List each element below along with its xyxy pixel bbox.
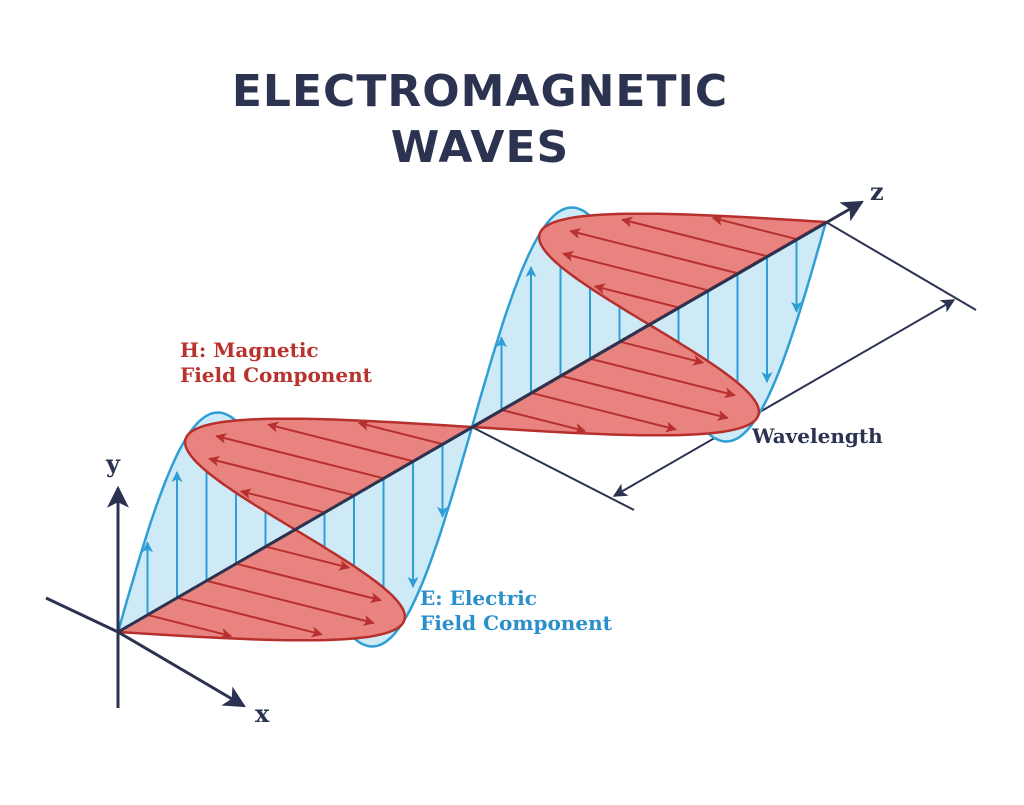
magnetic-field-label: H: Magnetic Field Component (180, 338, 372, 388)
wavelength-extension-line (471, 426, 635, 511)
magnetic-field-wave (116, 212, 828, 642)
x-axis (117, 630, 246, 708)
magnetic-vector-arrow (560, 374, 729, 421)
magnetic-vector-arrow (239, 488, 325, 514)
magnetic-vector-arrow (176, 596, 323, 638)
axis-x-label: x (255, 699, 270, 728)
magnetic-vector-arrow (215, 433, 384, 480)
magnetic-vector-arrow (265, 545, 351, 571)
wavelength-extension-line (825, 221, 977, 311)
magnetic-label-line-1: H: Magnetic (180, 338, 319, 362)
magnetic-vector-arrow (589, 357, 736, 399)
wavelength-arrow (612, 299, 956, 497)
electric-label-line-2: Field Component (420, 611, 612, 635)
magnetic-label-line-2: Field Component (180, 363, 372, 387)
magnetic-vector-arrow (147, 613, 233, 639)
wavelength-dimension (471, 221, 977, 511)
magnetic-vector-arrow (235, 562, 382, 604)
wavelength-label: Wavelength (752, 424, 883, 448)
electric-field-label: E: Electric Field Component (420, 586, 612, 636)
magnetic-vector-arrow (357, 420, 443, 446)
coordinate-axes (45, 200, 864, 708)
title-line-2: WAVES (390, 122, 570, 173)
magnetic-vector-arrow (711, 215, 797, 241)
magnetic-vector-arrow (267, 421, 414, 463)
magnetic-vector-arrow (530, 391, 677, 433)
title-line-1: ELECTROMAGNETIC (231, 66, 729, 117)
z-axis (117, 200, 864, 634)
magnetic-vector-arrow (569, 228, 738, 275)
magnetic-vector-arrow (593, 283, 679, 309)
magnetic-vector-arrow (562, 250, 709, 292)
electric-label-line-1: E: Electric (420, 586, 537, 610)
x-axis-back (45, 596, 119, 634)
magnetic-vector-arrow (206, 579, 375, 626)
axis-z-label: z (870, 177, 884, 206)
magnetic-vector-arrow (501, 408, 587, 434)
magnetic-vector-arrow (208, 455, 355, 497)
magnetic-vector-arrow (621, 216, 768, 258)
axis-y-label: y (106, 449, 120, 478)
magnetic-vector-arrow (619, 340, 705, 366)
